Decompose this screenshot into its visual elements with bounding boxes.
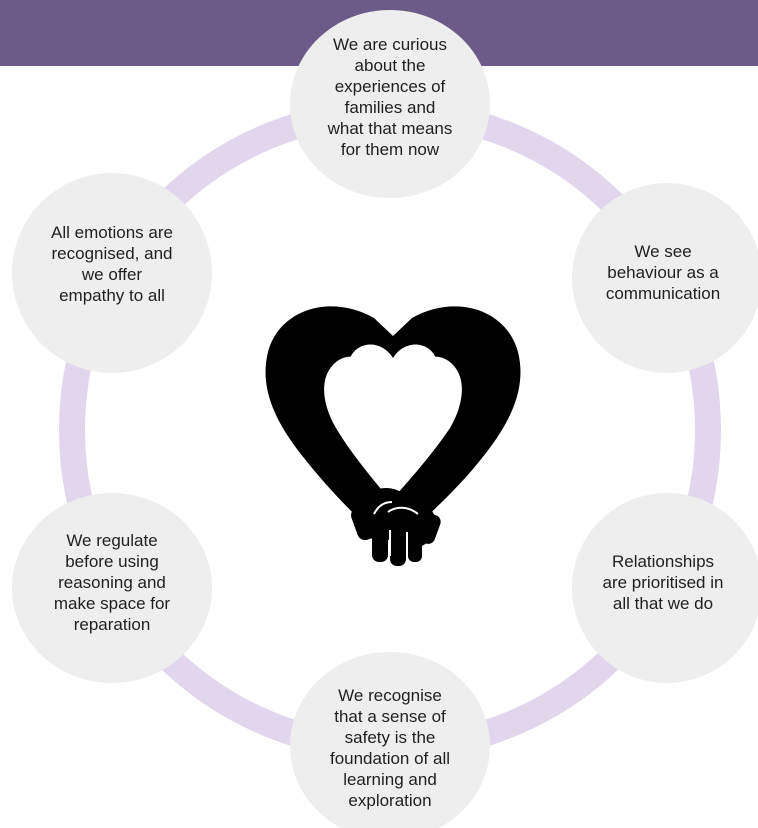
principle-node-safety: We recognise that a sense of safety is t… — [290, 652, 490, 828]
principle-text-curious: We are curious about the experiences of … — [327, 35, 453, 159]
heart-left-arm — [265, 306, 390, 526]
principle-node-relationships: Relationships are prioritised in all tha… — [572, 493, 758, 683]
principle-node-behaviour: We see behaviour as a communication — [572, 183, 758, 373]
principle-text-regulate: We regulate before using reasoning and m… — [53, 530, 171, 634]
principle-text-emotions: All emotions are recognised, and we offe… — [51, 223, 173, 305]
principle-text-safety: We recognise that a sense of safety is t… — [329, 686, 451, 810]
hand-finger-lines — [373, 501, 419, 558]
principle-node-curious: We are curious about the experiences of … — [290, 10, 490, 198]
heart-right-arm — [386, 306, 521, 532]
principle-node-regulate: We regulate before using reasoning and m… — [12, 493, 212, 683]
principle-node-emotions: All emotions are recognised, and we offe… — [12, 173, 212, 373]
principle-text-behaviour: We see behaviour as a communication — [605, 241, 721, 303]
principle-text-relationships: Relationships are prioritised in all tha… — [602, 551, 724, 613]
heart-holding-hands-icon — [265, 306, 521, 566]
heart-inner-white — [347, 344, 439, 442]
clasped-hands — [351, 488, 441, 566]
